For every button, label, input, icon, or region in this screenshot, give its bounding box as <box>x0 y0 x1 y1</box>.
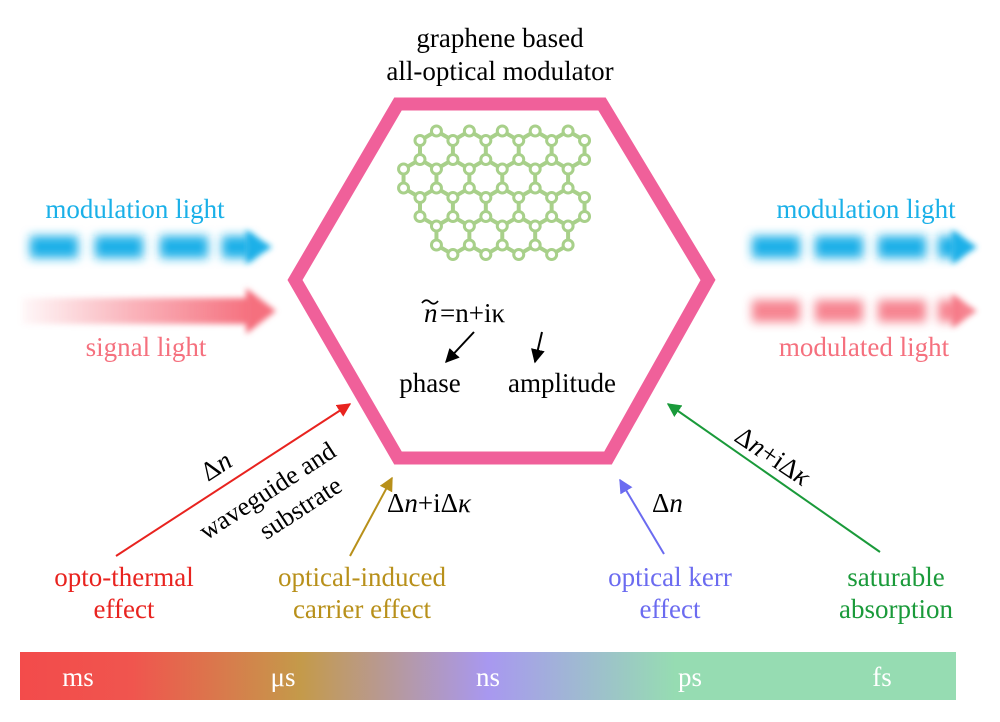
graphene-atom <box>446 153 460 166</box>
graphene-atom <box>578 134 592 147</box>
graphene-atom <box>397 181 411 195</box>
graphene-atom <box>578 153 592 166</box>
timescale-ns: ns <box>476 662 500 692</box>
modulated-light-label: modulated light <box>779 332 950 362</box>
carrier-line2: carrier effect <box>293 594 432 624</box>
graphene-atom <box>446 191 460 204</box>
opto-thermal-arrow <box>115 403 352 557</box>
graphene-atom <box>528 124 542 138</box>
signal-light-label: signal light <box>86 332 207 362</box>
graphene-atom <box>429 162 443 176</box>
graphene-atom <box>528 219 542 233</box>
graphene-atom <box>561 219 575 233</box>
graphene-atom <box>561 124 575 138</box>
phase-label: phase <box>399 368 460 398</box>
graphene-atom <box>413 210 427 223</box>
title-line2: all-optical modulator <box>386 56 613 86</box>
graphene-atom <box>561 238 575 252</box>
kerr-line2: effect <box>640 594 701 624</box>
graphene-atom <box>462 124 476 138</box>
graphene-atom <box>512 210 526 223</box>
amplitude-label: amplitude <box>508 368 616 398</box>
graphene-atom <box>429 238 443 252</box>
modulation-light-right-label: modulation light <box>776 194 956 224</box>
modulation-light-left-label: modulation light <box>45 194 225 224</box>
title-line1: graphene based <box>416 23 584 53</box>
graphene-atom <box>512 134 526 147</box>
graphene-atom <box>512 153 526 166</box>
graphene-atom <box>545 210 559 223</box>
saturable-arrow <box>666 403 881 553</box>
formula-n-tilde: n <box>424 298 438 328</box>
graphene-atom <box>545 134 559 147</box>
graphene-atom <box>462 181 476 195</box>
graphene-atom <box>413 153 427 166</box>
modulator-hexagon <box>287 97 716 465</box>
timescale-ps: ps <box>678 662 702 692</box>
graphene-atom <box>479 191 493 204</box>
kerr-line1: optical kerr <box>608 562 732 592</box>
refractive-index-formula: n =n+iκ <box>421 298 505 328</box>
timescale-bar <box>20 652 956 700</box>
graphene-atom <box>429 124 443 138</box>
graphene-atom <box>528 162 542 176</box>
graphene-atom <box>462 238 476 252</box>
carrier-delta: Δn+iΔκ <box>387 488 472 518</box>
carrier-arrow <box>349 476 393 557</box>
graphene-atom <box>413 134 427 147</box>
saturable-line2: absorption <box>839 594 953 624</box>
graphene-atom <box>495 124 509 138</box>
graphene-lattice <box>397 124 592 261</box>
phase-arrow <box>445 331 475 364</box>
saturable-line1: saturable <box>847 562 944 592</box>
graphene-atom <box>446 210 460 223</box>
modulated-light-arrow <box>752 294 977 328</box>
kerr-arrow <box>619 478 665 555</box>
graphene-atom <box>429 181 443 195</box>
graphene-atom <box>561 181 575 195</box>
timescale-ms: ms <box>62 662 94 692</box>
graphene-atom <box>479 248 493 261</box>
carrier-line1: optical-induced <box>278 562 446 592</box>
graphene-atom <box>479 134 493 147</box>
formula-rest: =n+iκ <box>440 298 505 328</box>
graphene-atom <box>495 162 509 176</box>
graphene-atom <box>545 191 559 204</box>
graphene-atom <box>495 181 509 195</box>
graphene-atom <box>545 153 559 166</box>
graphene-atom <box>495 219 509 233</box>
graphene-atom <box>446 248 460 261</box>
graphene-atom <box>479 210 493 223</box>
graphene-atom <box>578 210 592 223</box>
signal-light-arrow <box>22 288 276 334</box>
graphene-atom <box>429 219 443 233</box>
amplitude-arrow <box>531 331 545 364</box>
modulation-light-left-arrow <box>30 230 272 264</box>
timescale-fs: fs <box>872 662 892 692</box>
graphene-atom <box>512 191 526 204</box>
kerr-delta: Δn <box>652 488 683 518</box>
graphene-atom <box>512 248 526 261</box>
graphene-atom <box>397 162 411 176</box>
graphene-atom <box>446 134 460 147</box>
opto-thermal-line1: opto-thermal <box>54 562 193 592</box>
graphene-atom <box>462 162 476 176</box>
graphene-atom <box>479 153 493 166</box>
graphene-atom <box>413 191 427 204</box>
graphene-atom <box>462 219 476 233</box>
modulation-light-right-arrow <box>752 230 977 264</box>
timescale-us: μs <box>271 662 296 692</box>
tilde-mark <box>421 299 439 305</box>
graphene-atom <box>578 191 592 204</box>
graphene-atom <box>528 238 542 252</box>
graphene-atom <box>495 238 509 252</box>
graphene-atom <box>545 248 559 261</box>
graphene-atom <box>528 181 542 195</box>
opto-thermal-line2: effect <box>94 594 155 624</box>
graphene-atom <box>561 162 575 176</box>
